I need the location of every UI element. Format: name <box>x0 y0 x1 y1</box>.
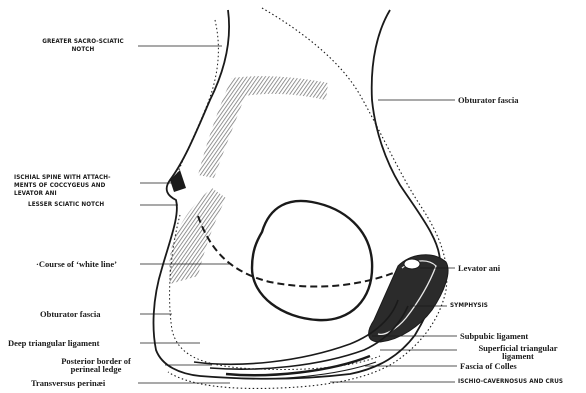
label-line: ligament <box>458 352 578 360</box>
upper-shaded-region <box>198 76 328 178</box>
label-line: NOTCH <box>28 46 138 54</box>
label-deep-triangular-ligament: Deep triangular ligament <box>8 339 99 347</box>
label-line: perineal ledge <box>26 365 166 373</box>
label-white-line: ·Course of ‘white line’ <box>36 260 117 268</box>
label-posterior-border: Posterior border of perineal ledge <box>26 357 166 373</box>
label-ischial-spine: ISCHIAL SPINE WITH ATTACH- MENTS OF COCC… <box>14 174 111 198</box>
label-lesser-sciatic-notch: LESSER SCIATIC NOTCH <box>28 201 104 209</box>
label-fascia-of-colles: Fascia of Colles <box>460 362 517 370</box>
label-obturator-fascia-right: Obturator fascia <box>458 96 519 104</box>
leader-lines-right <box>330 100 457 382</box>
label-levator-ani: Levator ani <box>458 264 500 272</box>
label-obturator-fascia-left: Obturator fascia <box>40 310 101 318</box>
perineal-band-1 <box>194 300 398 364</box>
label-line: ISCHIAL SPINE WITH ATTACH- <box>14 174 111 182</box>
label-subpubic-ligament: Subpubic ligament <box>460 332 528 340</box>
label-line: LEVATOR ANI <box>14 190 111 198</box>
label-line: MENTS OF COCCYGEUS AND <box>14 182 111 190</box>
label-transversus-perinei: Transversus perinæi <box>31 379 105 387</box>
obturator-foramen <box>252 201 372 320</box>
label-greater-sacro-sciatic-notch: GREATER SACRO-SCIATIC NOTCH <box>28 38 138 54</box>
label-line: GREATER SACRO-SCIATIC <box>28 38 138 46</box>
lower-shaded-region <box>169 188 226 284</box>
label-symphysis: SYMPHYSIS <box>450 302 488 310</box>
levator-ani-oval <box>404 259 420 269</box>
ischial-spine <box>170 170 186 192</box>
label-superficial-triangular-ligament: Superficial triangular ligament <box>458 344 578 360</box>
white-line-course <box>198 216 410 287</box>
label-ischio-cavernosus: ISCHIO-CAVERNOSUS AND CRUS <box>458 378 563 386</box>
